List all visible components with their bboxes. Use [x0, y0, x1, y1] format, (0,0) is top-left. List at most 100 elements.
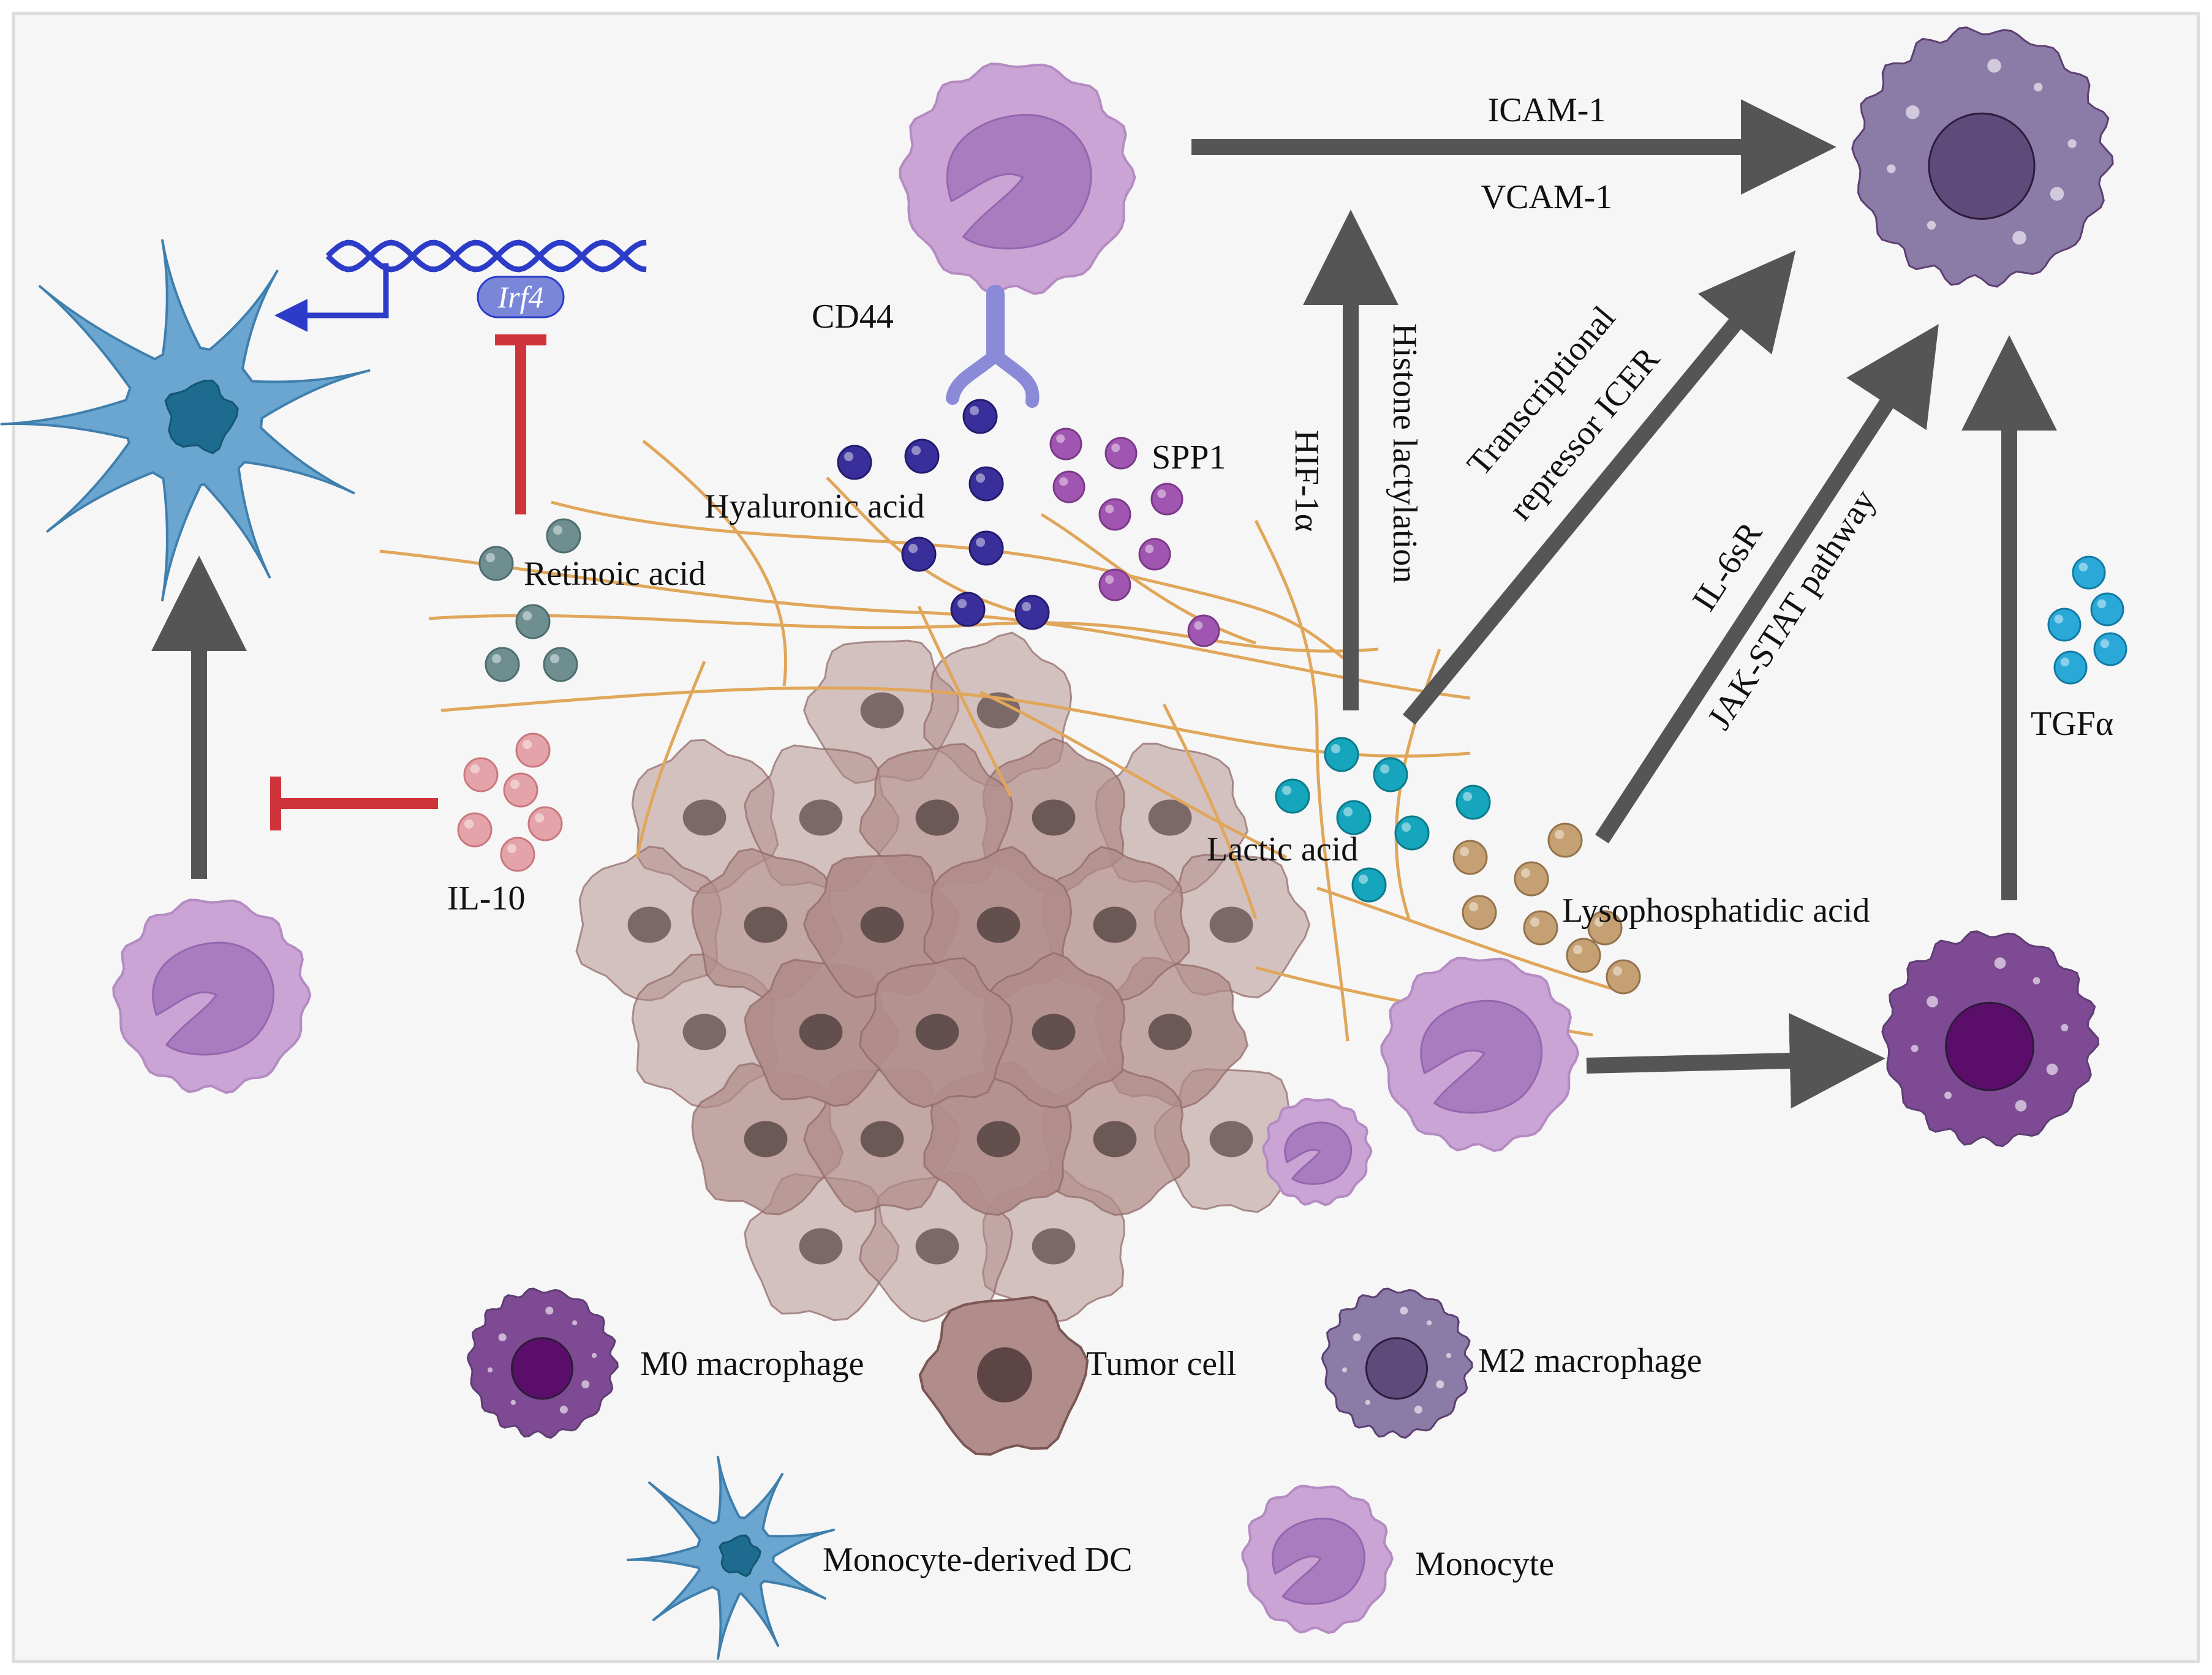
cd44-receptor [946, 285, 1040, 408]
tgfa-label: TGFα [2031, 705, 2113, 743]
irf4-label: Irf4 [497, 280, 544, 314]
monocyte-left [112, 898, 312, 1094]
lactic-molecule [1351, 867, 1387, 903]
spp1-molecule [1098, 498, 1131, 531]
lpa-molecule [1523, 910, 1558, 946]
legend-tumor-icon [918, 1295, 1089, 1456]
tgfa-molecule [2090, 592, 2124, 627]
retinoic-acid-label: Retinoic acid [524, 555, 706, 593]
lpa-molecule [1452, 840, 1488, 875]
ra-molecule [546, 518, 581, 554]
ha-molecule [904, 439, 940, 474]
spp1-molecule [1104, 437, 1138, 470]
hyaluronic-acid-molecules [837, 399, 1050, 630]
lactic-molecule [1336, 800, 1372, 835]
monocyte-right [1380, 957, 1580, 1153]
lysophosphatidic-acid-label: Lysophosphatidic acid [1562, 892, 1870, 930]
tumor-cell [1041, 846, 1190, 1002]
il10-molecule [503, 772, 538, 808]
spp1-molecules [1049, 427, 1220, 647]
hyaluronic-acid-label: Hyaluronic acid [704, 487, 924, 525]
lactic-molecule [1394, 815, 1430, 851]
monocyte-top [899, 62, 1136, 295]
lysophosphatidic-acid-molecules [1452, 822, 1641, 995]
cd44-label: CD44 [812, 298, 894, 336]
tgfa-molecules [2047, 555, 2127, 685]
legend-m0-label: M0 macrophage [640, 1345, 864, 1383]
lpa-molecule [1547, 822, 1583, 858]
lactic-molecule [1324, 737, 1359, 772]
lpa-molecule [1606, 959, 1641, 995]
tumor-cell [691, 1062, 844, 1216]
arrow-icer-to-m2 [1402, 250, 1796, 725]
legend-m2-label: M2 macrophage [1478, 1342, 1702, 1380]
il10-molecule [463, 757, 499, 792]
cells [0, 26, 2114, 1206]
legend: M0 macrophage Tumor cell M2 macrophage M… [466, 1287, 1702, 1660]
tumor-cell [859, 957, 1013, 1109]
histone-lactylation-label: Histone lactylation [1386, 323, 1424, 584]
ra-molecule [478, 546, 514, 581]
retinoic-acid-molecules [478, 518, 581, 682]
irf4-dna-helix: Irf4 [274, 239, 647, 332]
lactic-molecule [1373, 757, 1408, 792]
tgfa-molecule [2053, 650, 2088, 685]
m0-macrophage [1881, 930, 2100, 1148]
lactic-acid-molecules [1275, 737, 1491, 903]
tgfa-molecule [2047, 608, 2082, 642]
il10-molecule [457, 812, 493, 848]
activation-arrows [151, 99, 2057, 1109]
ha-molecule [950, 592, 986, 627]
lpa-molecule [1587, 910, 1623, 946]
legend-dc-icon [627, 1456, 835, 1660]
ra-molecule [485, 647, 520, 682]
ha-molecule [837, 445, 872, 480]
legend-m0-icon [466, 1287, 619, 1439]
spp1-molecule [1138, 538, 1171, 571]
arrow-monocyte-to-m0 [1586, 1013, 1885, 1109]
ha-molecule [968, 466, 1004, 502]
lpa-molecule [1566, 938, 1601, 973]
tumor-mass [575, 631, 1311, 1323]
lactic-molecule [1455, 785, 1491, 820]
monocyte-derived-dc [0, 239, 371, 601]
tgfa-molecule [2072, 555, 2106, 590]
lactic-acid-label: Lactic acid [1207, 830, 1358, 868]
spp1-label: SPP1 [1152, 439, 1226, 476]
il10-molecules [457, 732, 563, 872]
inhibition-arrows [270, 334, 546, 830]
tgfa-molecule [2093, 632, 2127, 666]
il10-label: IL-10 [447, 879, 526, 917]
lpa-molecule [1514, 861, 1549, 897]
spp1-molecule [1150, 483, 1183, 516]
il10-molecule [500, 837, 535, 872]
spp1-molecule [1049, 427, 1082, 461]
legend-dc-label: Monocyte-derived DC [823, 1541, 1132, 1579]
irf4-gene-box [477, 276, 565, 318]
lpa-molecule [1462, 895, 1497, 930]
tumor-cell [1041, 1060, 1190, 1216]
ha-molecule [901, 536, 937, 572]
legend-monocyte-label: Monocyte [1415, 1545, 1554, 1583]
il10-molecule [515, 732, 551, 768]
spp1-molecule [1098, 568, 1131, 601]
legend-monocyte-icon [1241, 1485, 1394, 1635]
legend-tumor-label: Tumor cell [1086, 1345, 1236, 1383]
ha-molecule [968, 530, 1004, 566]
hif1a-label: HIF-1α [1288, 430, 1326, 532]
ha-molecule [1014, 595, 1050, 630]
lactic-molecule [1275, 778, 1310, 814]
spp1-molecule [1052, 470, 1085, 503]
vcam1-label: VCAM-1 [1481, 178, 1613, 216]
spp1-molecule [1187, 614, 1220, 647]
ra-molecule [543, 647, 578, 682]
m2-macrophage [1851, 26, 2114, 288]
legend-m2-icon [1321, 1287, 1473, 1439]
monocyte-small [1262, 1097, 1373, 1206]
icam1-label: ICAM-1 [1488, 91, 1606, 129]
il10-molecule [527, 806, 563, 841]
arrow-lpa-to-m2 [1595, 324, 1939, 844]
ha-molecule [962, 399, 998, 434]
tumor-cell [803, 854, 960, 999]
